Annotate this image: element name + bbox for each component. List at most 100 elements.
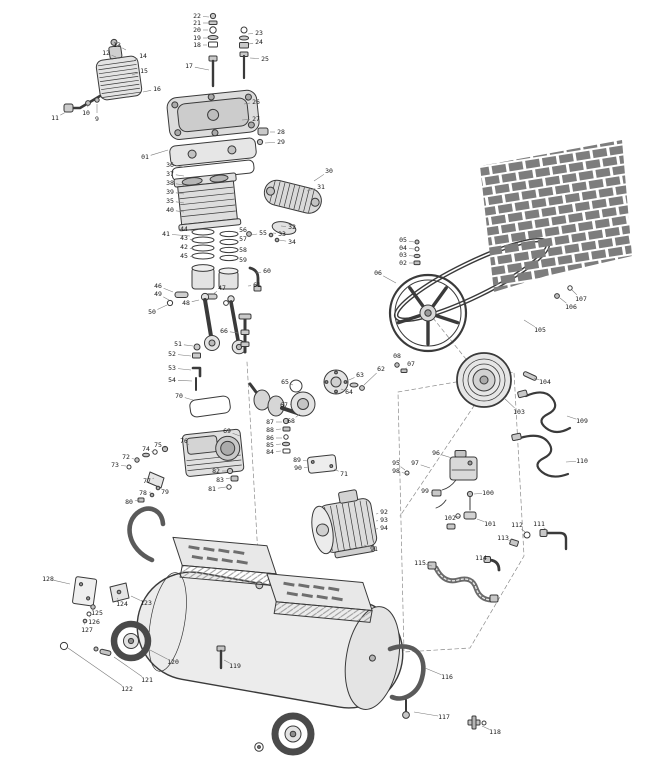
belt-guard-grille: [480, 140, 632, 292]
part-label-27: 27: [252, 115, 260, 123]
leader-line-46: [163, 287, 174, 293]
part-label-76: 76: [180, 437, 188, 445]
part-label-14: 14: [139, 52, 147, 60]
part-label-01: 01: [141, 153, 149, 161]
part-label-73: 73: [111, 461, 119, 469]
leader-line-127: [83, 622, 85, 625]
leader-line-32: [280, 225, 287, 227]
part-label-88: 88: [266, 426, 274, 434]
leader-line-13: [122, 47, 127, 51]
connecting-rods: [200, 292, 247, 355]
bearing-cover: [289, 379, 316, 417]
part-label-63: 63: [356, 371, 364, 379]
tank-bolt: [216, 645, 226, 670]
part-label-72: 72: [122, 453, 130, 461]
part-label-98: 98: [392, 467, 400, 475]
leader-line-121: [113, 656, 143, 677]
part-label-110: 110: [576, 457, 588, 465]
part-label-77: 77: [143, 477, 151, 485]
leader-line-96: [441, 454, 453, 459]
leader-line-83: [225, 477, 231, 480]
part-label-35: 35: [166, 197, 174, 205]
leader-line-116: [424, 667, 442, 675]
leader-line-123: [130, 595, 141, 601]
leader-line-30: [313, 174, 325, 182]
flywheel-fasteners: [413, 239, 421, 266]
part-label-05: 05: [399, 236, 407, 244]
guard-fasteners: [554, 285, 573, 299]
leader-line-55: [250, 233, 258, 236]
part-label-118: 118: [489, 728, 501, 736]
leader-line-120: [149, 649, 168, 660]
leader-line-77: [152, 477, 155, 479]
leader-line-48: [191, 299, 200, 302]
part-label-70: 70: [175, 392, 183, 400]
part-label-15: 15: [140, 67, 148, 75]
part-label-52: 52: [168, 350, 176, 358]
pulley-key-pin: [522, 371, 538, 381]
leader-line-113: [508, 539, 512, 542]
part-label-04: 04: [399, 244, 407, 252]
leader-line-126: [88, 615, 91, 618]
piston-right: [218, 267, 239, 290]
part-label-67: 67: [280, 401, 288, 409]
part-label-48: 48: [182, 299, 190, 307]
handle-left: [127, 506, 166, 563]
part-label-13: 13: [113, 41, 121, 49]
leader-line-41: [171, 234, 191, 237]
leader-line-17: [194, 66, 210, 71]
leader-line-27: [241, 119, 251, 121]
motor: [311, 489, 378, 559]
part-label-71: 71: [340, 470, 348, 478]
braided-hose: [427, 561, 499, 603]
leader-line-97: [420, 464, 431, 469]
part-label-90: 90: [294, 464, 302, 472]
part-label-69: 69: [223, 427, 231, 435]
part-label-11: 11: [51, 114, 59, 122]
part-label-99: 99: [421, 487, 429, 495]
part-label-37: 37: [166, 170, 174, 178]
part-label-116: 116: [441, 673, 453, 681]
leader-line-11: [60, 111, 67, 116]
leader-line-24: [248, 42, 254, 45]
leader-line-99: [430, 492, 434, 494]
part-label-112: 112: [511, 521, 523, 529]
leader-line-05: [408, 240, 415, 243]
part-label-102: 102: [444, 514, 456, 522]
part-label-55: 55: [259, 229, 267, 237]
pressure-switch: [449, 450, 478, 481]
part-label-86: 86: [266, 434, 274, 442]
part-label-65: 65: [281, 378, 289, 386]
part-label-74: 74: [142, 445, 150, 453]
part-label-9: 9: [95, 115, 99, 123]
leader-line-53: [177, 368, 192, 371]
leader-line-06: [383, 275, 397, 284]
part-label-56: 56: [239, 226, 247, 234]
leader-line-76: [187, 443, 189, 445]
leader-line-102: [455, 515, 462, 518]
wheel-front: [110, 620, 152, 662]
piston-rings-right: [219, 230, 239, 262]
outlet-fitting: [256, 127, 269, 146]
part-label-87: 87: [266, 418, 274, 426]
leader-line-88: [275, 428, 282, 430]
part-label-49: 49: [154, 290, 162, 298]
piston-left: [191, 264, 215, 290]
leader-line-71: [333, 468, 339, 472]
part-label-44: 44: [180, 225, 188, 233]
axle-parts: [59, 641, 112, 656]
flywheel: [388, 273, 468, 353]
leader-line-100: [473, 493, 483, 495]
part-label-17: 17: [185, 62, 193, 70]
part-label-123: 123: [140, 599, 152, 607]
part-label-62: 62: [377, 365, 385, 373]
power-cords: [511, 389, 572, 478]
part-label-28: 28: [277, 128, 285, 136]
part-label-08: 08: [393, 352, 401, 360]
part-label-68: 68: [287, 417, 295, 425]
part-label-60: 60: [263, 267, 271, 275]
leader-line-38: [175, 183, 185, 186]
leader-line-40: [175, 210, 185, 213]
part-label-22: 22: [193, 12, 201, 20]
part-label-20: 20: [193, 26, 201, 34]
